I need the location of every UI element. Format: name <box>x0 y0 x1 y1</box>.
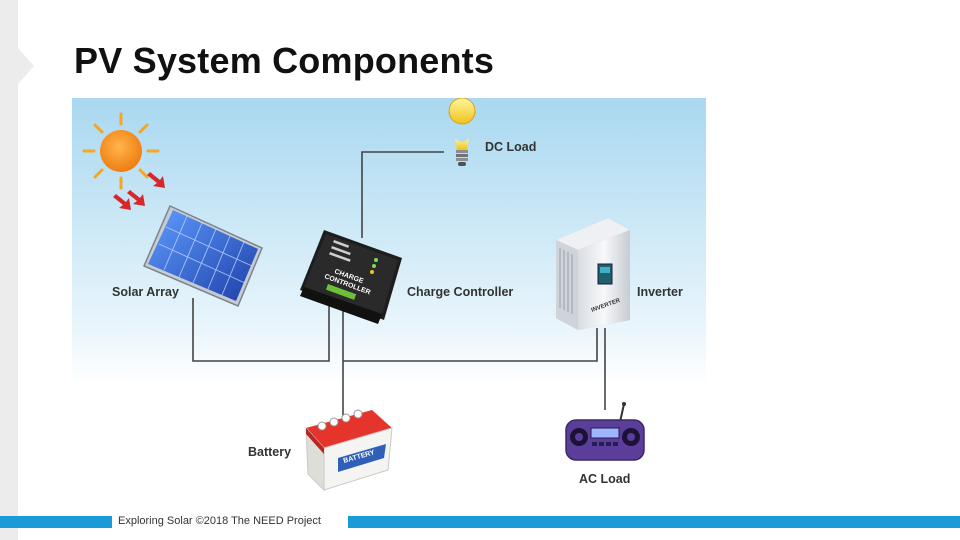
inverter-icon: INVERTER <box>556 218 630 330</box>
sunlight-arrows-icon <box>113 172 165 210</box>
label-charge-controller: Charge Controller <box>407 285 513 299</box>
sun-icon <box>82 112 160 190</box>
footer-accent-bar-left <box>0 516 112 528</box>
wiring <box>192 151 606 418</box>
pv-system-diagram: CHARGE CONTROLLER INVERTER <box>72 98 706 498</box>
slide-title: PV System Components <box>74 40 495 81</box>
charge-controller-icon: CHARGE CONTROLLER <box>300 230 402 324</box>
left-accent-notch <box>18 48 34 84</box>
wire-array-to-controller <box>192 298 330 362</box>
footer-copyright: Exploring Solar ©2018 The NEED Project <box>118 515 321 527</box>
left-accent-strip <box>0 0 18 540</box>
radio-icon <box>565 402 645 461</box>
battery-icon: BATTERY <box>305 409 393 492</box>
solar-panel-icon <box>143 205 263 307</box>
wire-controller-to-dc-load <box>361 151 444 238</box>
label-inverter: Inverter <box>637 285 683 299</box>
label-dc-load: DC Load <box>485 140 536 154</box>
label-solar-array: Solar Array <box>112 285 179 299</box>
footer-accent-bar-right <box>348 516 960 528</box>
label-battery: Battery <box>248 445 291 459</box>
light-bulb-icon <box>448 98 476 166</box>
label-ac-load: AC Load <box>579 472 630 486</box>
wire-battery-to-inverter <box>343 328 598 362</box>
